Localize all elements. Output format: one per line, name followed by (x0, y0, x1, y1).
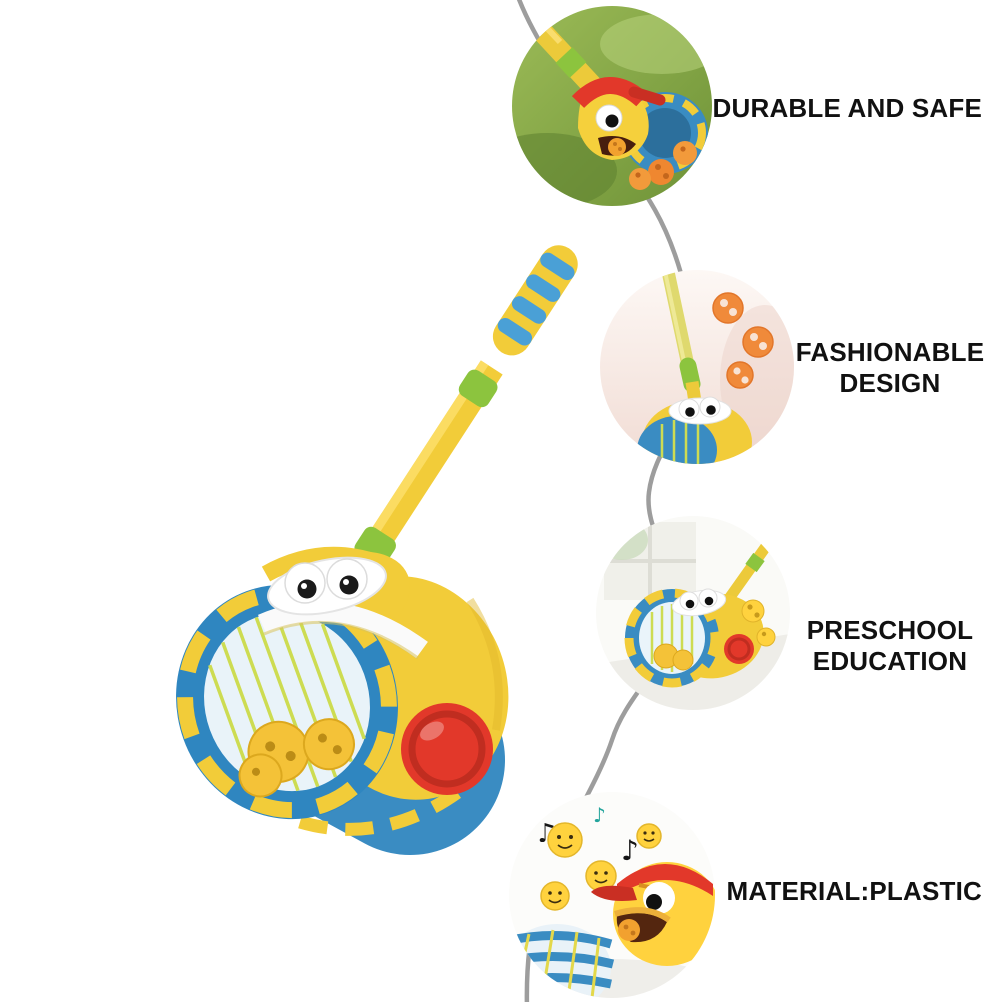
feature-photo-preschool-education (596, 516, 790, 710)
red-button (401, 703, 493, 795)
orange-balls (629, 141, 697, 190)
red-cap (617, 864, 713, 896)
duck-head (571, 77, 666, 160)
feature-photo-fashionable-design (600, 270, 794, 464)
roller-cage (176, 584, 398, 820)
feature-photo-durable-and-safe (512, 6, 712, 206)
feature-photo-material-plastic: ♫ ♪ ♪ (509, 792, 715, 998)
mini-toy (624, 532, 778, 688)
toy-top-view (637, 396, 752, 464)
duck-face (591, 862, 715, 966)
feature-label-durable-and-safe: DURABLE AND SAFE (712, 93, 982, 123)
grass-closeup-scene (512, 6, 712, 206)
handle-collar-upper (458, 369, 498, 408)
room-scene (596, 516, 790, 710)
collected-balls (238, 718, 355, 798)
floating-orange-balls (712, 292, 774, 389)
duck-scene: ♫ ♪ ♪ (509, 792, 715, 998)
design-scene (600, 270, 794, 464)
push-handle (324, 245, 578, 616)
mouth-lip (258, 601, 428, 660)
music-note-icon: ♪ (593, 803, 606, 827)
floating-yellow-balls (741, 599, 776, 647)
music-note-icon: ♪ (621, 834, 639, 867)
barrel-segments (298, 786, 462, 836)
feature-label-material-plastic: MATERIAL:PLASTIC (726, 876, 982, 906)
cartoon-eyes (261, 546, 394, 616)
cap-brim (591, 885, 637, 901)
feature-label-preschool-education: PRESCHOOL EDUCATION (806, 615, 974, 676)
feature-label-fashionable-design: FASHIONABLE DESIGN (795, 337, 985, 398)
handle-grip (492, 245, 578, 356)
